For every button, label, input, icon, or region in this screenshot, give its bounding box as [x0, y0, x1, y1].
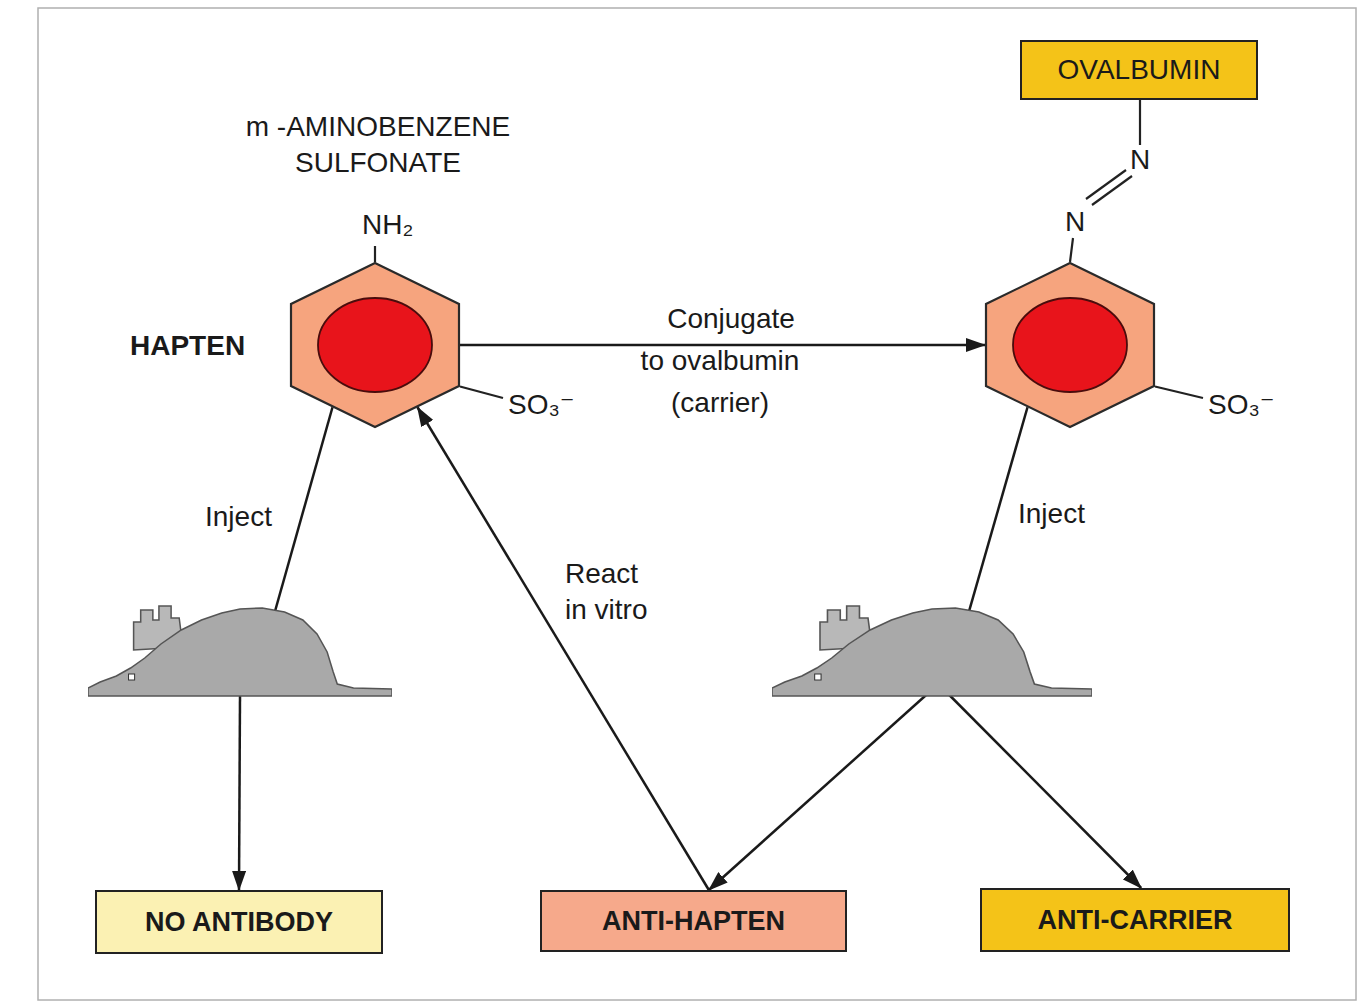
ring-outline [291, 263, 459, 427]
azo-nitrogen: N [1060, 205, 1090, 239]
label-anchor: m -AMINOBENZENE SULFONATE [228, 109, 528, 181]
label-anchor: Inject [205, 499, 301, 535]
node-heading: HAPTEN [130, 330, 300, 362]
mouse-drawing [88, 588, 392, 708]
label-anchor: NH₂ [362, 207, 442, 243]
edge-label: Conjugate to ovalbumin (carrier) [634, 298, 806, 424]
benzene-ring [985, 262, 1155, 428]
edge-label: React in vitro [565, 556, 665, 628]
page-frame [38, 8, 1356, 1000]
mouse-drawing [772, 588, 1092, 708]
sulfonate-bond [460, 387, 503, 399]
label-anchor: N [1060, 205, 1090, 239]
amine-bond [374, 246, 376, 262]
carrier-box: OVALBUMIN [1020, 40, 1258, 100]
label-anchor: N [1125, 143, 1155, 177]
amine-group: NH₂ [362, 207, 442, 243]
sulfonate-group: SO₃⁻ [508, 388, 588, 422]
azo-double-bond [1086, 170, 1126, 199]
chemical-name: m -AMINOBENZENE SULFONATE [228, 109, 528, 181]
aromatic-circle [318, 298, 432, 392]
box-label: ANTI-HAPTEN [602, 906, 785, 937]
azo-nitrogen: N [1125, 143, 1155, 177]
sulfonate-bond [1155, 387, 1203, 399]
mouse-body [88, 608, 392, 696]
edge-label: Inject [205, 499, 301, 535]
aromatic-circle [1013, 298, 1127, 392]
mouse-eye [129, 674, 135, 680]
label-anchor: Conjugate to ovalbumin (carrier) [634, 298, 806, 424]
result-box: NO ANTIBODY [95, 890, 383, 954]
mouse-eye [815, 674, 821, 680]
label-anchor: React in vitro [565, 556, 665, 628]
arrow-connector [418, 407, 709, 890]
azo-bond [1070, 238, 1073, 262]
azo-bond [1139, 100, 1141, 145]
mouse-figure [772, 588, 1092, 708]
sulfonate-group: SO₃⁻ [1208, 388, 1288, 422]
box-label: OVALBUMIN [1058, 54, 1221, 86]
label-anchor: Inject [1018, 496, 1114, 532]
ring-outline [986, 263, 1154, 427]
mouse-figure [88, 588, 392, 708]
result-box: ANTI-CARRIER [980, 888, 1290, 952]
box-label: NO ANTIBODY [145, 907, 333, 938]
mouse-body [772, 608, 1092, 696]
box-label: ANTI-CARRIER [1038, 905, 1233, 936]
label-anchor: SO₃⁻ [508, 388, 588, 422]
conjugate-ring [985, 262, 1155, 428]
result-box: ANTI-HAPTEN [540, 890, 847, 952]
hapten-ring: HAPTEN [290, 262, 460, 428]
arrow-connector [938, 684, 1141, 888]
benzene-ring [290, 262, 460, 428]
edge-label: Inject [1018, 496, 1114, 532]
arrow-connector [709, 684, 939, 890]
arrow-connector [239, 696, 240, 890]
label-anchor: SO₃⁻ [1208, 388, 1288, 422]
